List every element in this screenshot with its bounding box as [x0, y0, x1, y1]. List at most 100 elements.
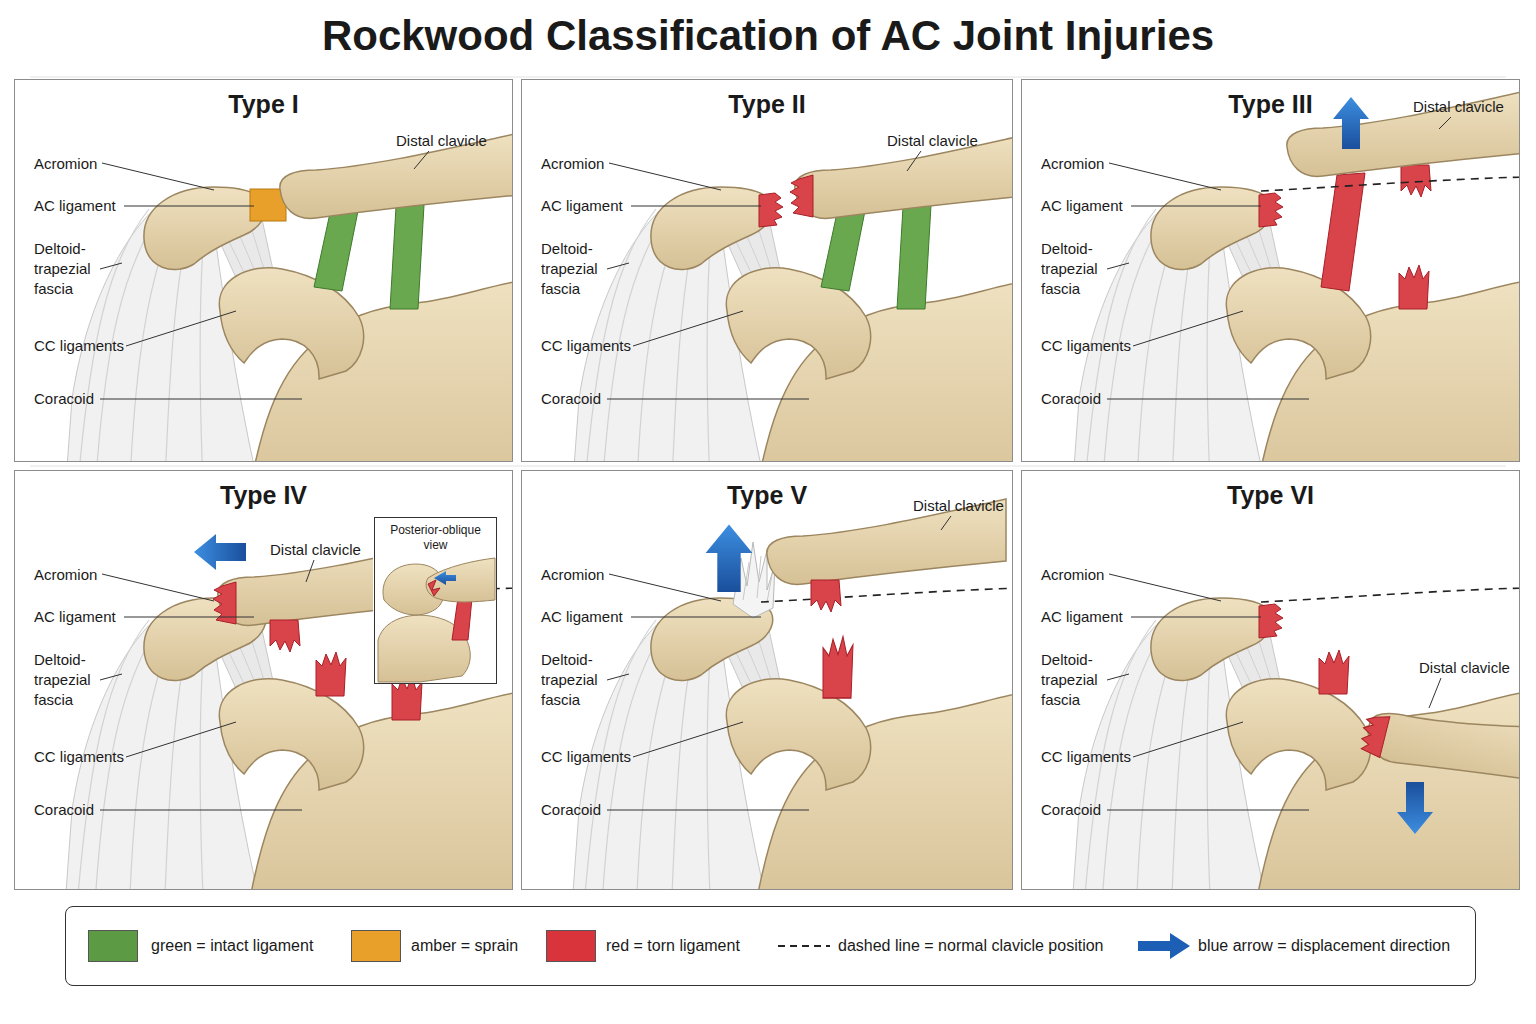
clavicle-bone — [1362, 672, 1519, 813]
leader-line — [607, 574, 809, 810]
normal-position-line — [1261, 177, 1519, 191]
diagram-title: Rockwood Classification of AC Joint Inju… — [0, 10, 1536, 62]
inset-illustration — [373, 516, 496, 683]
panel-heading: Type VI — [1022, 480, 1519, 510]
leader-line — [941, 516, 951, 530]
displacement-arrow — [194, 534, 246, 570]
intact-ligament — [821, 211, 865, 291]
anatomy-label: Coracoid — [541, 389, 601, 409]
torn-ligament — [759, 193, 783, 227]
torn-ligament — [428, 580, 440, 596]
type-three-illustration — [1071, 91, 1519, 461]
legend-text: amber = sprain — [411, 935, 518, 957]
leader-line — [100, 163, 302, 399]
legend-text: blue arrow = displacement direction — [1198, 935, 1450, 957]
panel-heading: Type I — [15, 89, 512, 119]
legend-swatch — [546, 930, 596, 962]
torn-ligament — [1357, 711, 1389, 757]
intact-ligament — [390, 205, 424, 309]
normal-position-line — [1261, 588, 1519, 602]
legend-text: green = intact ligament — [151, 935, 313, 957]
leader-line — [907, 151, 921, 171]
legend-sample — [776, 929, 832, 963]
inset-heading: Posterior-oblique view — [375, 518, 496, 553]
leader-line — [1107, 163, 1309, 399]
torn-ligament — [811, 580, 841, 612]
anatomy-label: Distal clavicle — [1413, 97, 1504, 117]
acromion-bone — [651, 187, 773, 270]
anatomy-label: AC ligament — [541, 607, 623, 627]
displacement-arrow — [706, 524, 753, 592]
leader-lines — [607, 151, 921, 399]
leader-line — [414, 151, 429, 169]
anatomy-label: Distal clavicle — [887, 131, 978, 151]
leader-lines — [100, 560, 314, 810]
anatomy-label: Acromion — [541, 565, 604, 585]
inset-view-box: Posterior-oblique view — [374, 517, 497, 684]
intact-ligament — [314, 211, 358, 291]
panel-heading: Type II — [522, 89, 1012, 119]
legend-sample — [1136, 929, 1192, 963]
leader-line — [1439, 117, 1451, 129]
anatomy-label: Coracoid — [1041, 389, 1101, 409]
acromion-bone — [383, 564, 445, 615]
anatomy-label: CC ligaments — [34, 747, 124, 767]
dashed-line-sample — [778, 945, 830, 947]
leader-line — [1107, 574, 1309, 810]
anatomy-label: Deltoid- trapezial fascia — [1041, 650, 1103, 710]
type-four-illustration — [64, 534, 512, 889]
acromion-bone — [1151, 598, 1273, 681]
clavicle-bone — [426, 558, 495, 602]
torn-ligament — [1259, 193, 1283, 227]
anatomy-label: CC ligaments — [1041, 747, 1131, 767]
leader-line — [100, 574, 302, 810]
legend-text: dashed line = normal clavicle position — [838, 935, 1103, 957]
leader-line — [1429, 678, 1441, 708]
anatomy-label: AC ligament — [34, 196, 116, 216]
torn-ligament — [1401, 165, 1431, 197]
anatomy-label: Distal clavicle — [913, 496, 1004, 516]
anatomy-label: CC ligaments — [34, 336, 124, 356]
panel-heading: Type IV — [15, 480, 512, 510]
intact-ligament — [897, 205, 931, 309]
anatomy-label: Deltoid- trapezial fascia — [34, 650, 96, 710]
acromion-bone — [144, 187, 266, 270]
type-two-illustration — [571, 133, 1012, 461]
anatomy-label: Coracoid — [541, 800, 601, 820]
acromion-bone — [1151, 187, 1273, 270]
leader-line — [607, 163, 809, 399]
torn-ligament — [316, 652, 346, 696]
anatomy-label: Distal clavicle — [396, 131, 487, 151]
displacement-arrow — [1397, 782, 1433, 834]
type-one-illustration — [64, 133, 512, 461]
anatomy-label: CC ligaments — [541, 336, 631, 356]
anatomy-label: AC ligament — [1041, 196, 1123, 216]
coracoid-bone — [1226, 679, 1370, 790]
anatomy-label: CC ligaments — [541, 747, 631, 767]
leader-lines — [1107, 574, 1441, 810]
clavicle-group — [1357, 670, 1519, 812]
torn-ligament — [1259, 604, 1283, 638]
leader-lines — [100, 151, 429, 399]
type-six-illustration — [1071, 588, 1519, 889]
legend-swatch — [88, 930, 138, 962]
displacement-arrow — [434, 571, 456, 585]
anatomy-label: Deltoid- trapezial fascia — [1041, 239, 1103, 299]
type-five-illustration — [571, 499, 1012, 889]
anatomy-label: AC ligament — [541, 196, 623, 216]
legend-box: green = intact ligamentamber = sprainred… — [65, 906, 1476, 986]
leader-line — [306, 560, 314, 582]
anatomy-label: Coracoid — [1041, 800, 1101, 820]
leader-lines — [607, 516, 951, 810]
torn-ligament — [1319, 650, 1349, 694]
arrow-sample — [1138, 933, 1190, 959]
anatomy-label: Deltoid- trapezial fascia — [541, 239, 603, 299]
inset-background — [373, 516, 496, 683]
anatomy-label: CC ligaments — [1041, 336, 1131, 356]
anatomy-label: Deltoid- trapezial fascia — [34, 239, 96, 299]
leader-lines — [1107, 117, 1451, 399]
torn-ligament — [1321, 173, 1365, 291]
normal-position-line — [761, 588, 1012, 602]
torn-ligament — [823, 636, 853, 698]
